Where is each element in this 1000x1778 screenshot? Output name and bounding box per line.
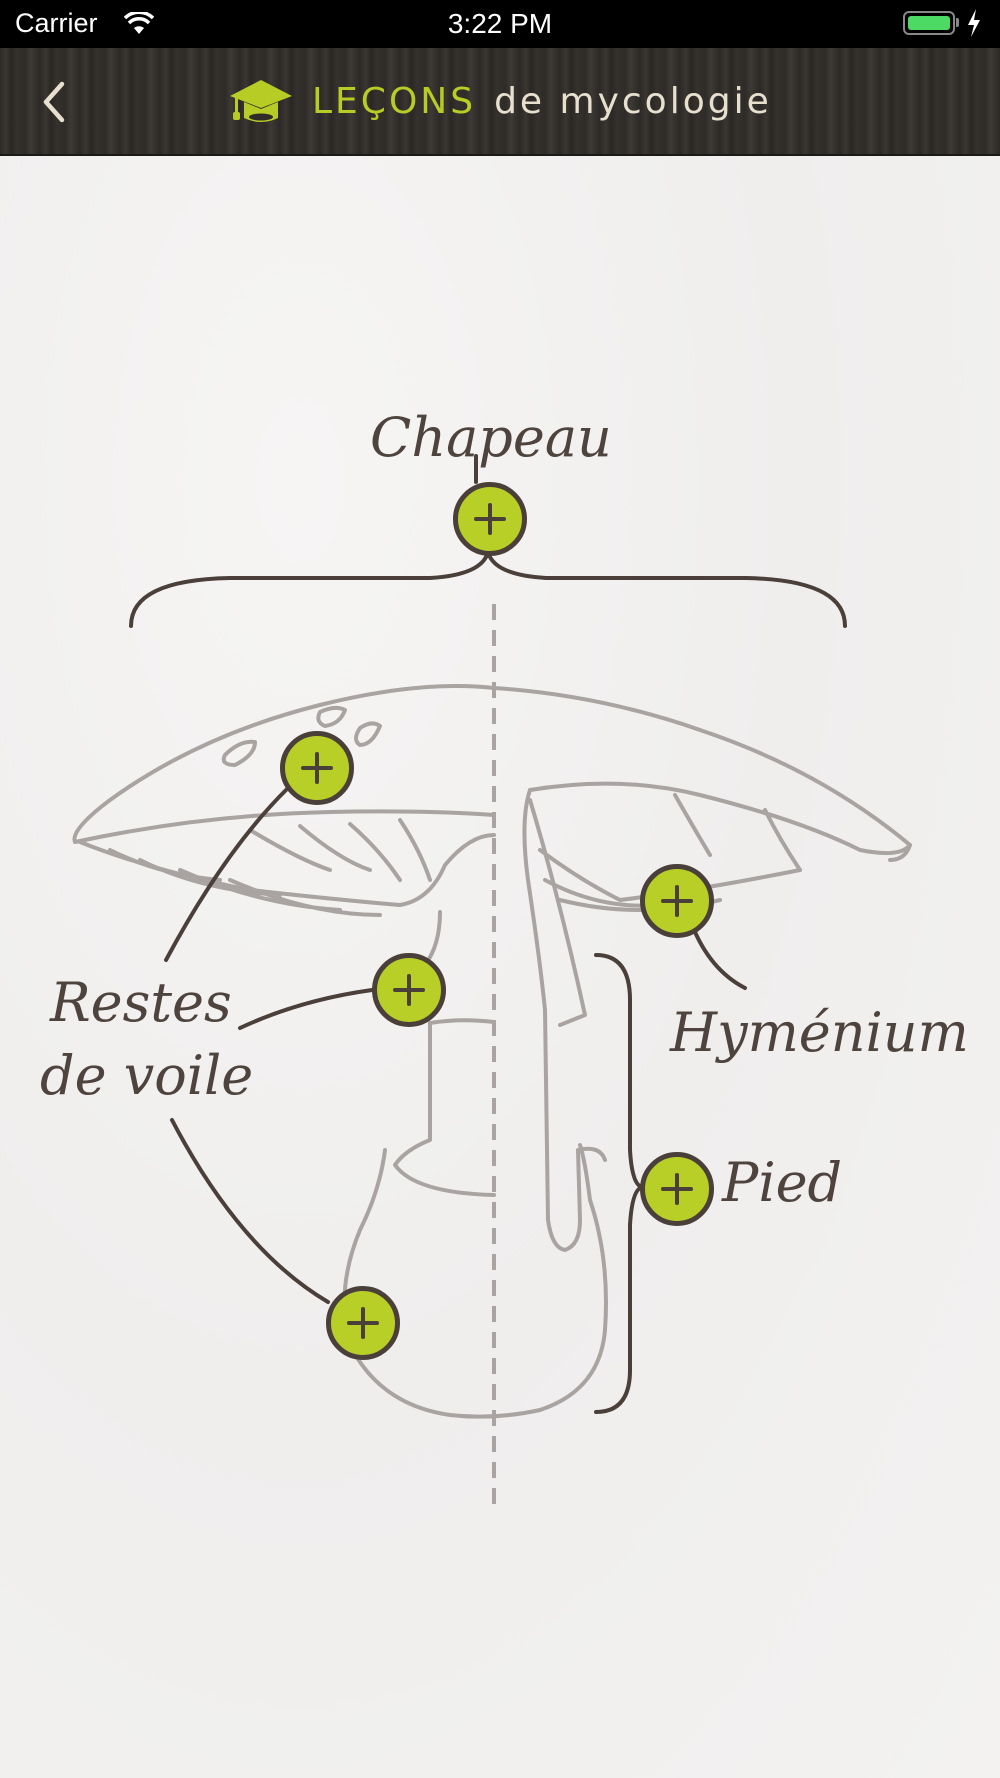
graduation-cap-icon: [230, 80, 292, 122]
back-button[interactable]: [36, 78, 76, 126]
plus-button-restes-volva[interactable]: [326, 1286, 400, 1360]
mushroom-sketch: [72, 684, 912, 1419]
chevron-left-icon: [43, 81, 65, 123]
label-restes-line1[interactable]: Restes: [50, 971, 232, 1034]
label-hymenium[interactable]: Hyménium: [670, 1001, 969, 1064]
title-rest: de mycologie: [494, 80, 772, 122]
battery-tip: [956, 18, 959, 27]
page-title: LEÇONS de mycologie: [228, 76, 772, 126]
status-bar: Carrier 3:22 PM: [0, 0, 1000, 48]
restes-volva-line: [170, 1118, 330, 1304]
plus-button-restes-cap[interactable]: [280, 731, 354, 805]
wifi-icon: [124, 12, 154, 34]
label-chapeau[interactable]: Chapeau: [370, 406, 612, 469]
carrier-label: Carrier: [15, 8, 98, 38]
plus-button-pied[interactable]: [640, 1152, 714, 1226]
charging-bolt-icon: [968, 9, 980, 37]
connector-lines: [129, 454, 847, 1414]
chapeau-brace: [129, 544, 847, 628]
restes-ring-line: [238, 988, 374, 1030]
hymenium-line: [690, 923, 747, 990]
label-pied[interactable]: Pied: [722, 1151, 843, 1214]
restes-cap-line: [164, 786, 290, 962]
plus-button-hymenium[interactable]: [640, 864, 714, 938]
mushroom-diagram: [72, 454, 912, 1512]
diagram-canvas: Chapeau Restes de voile Hyménium Pied: [0, 156, 1000, 1778]
navigation-bar: LEÇONS de mycologie: [0, 48, 1000, 156]
title-strong: LEÇONS: [312, 80, 477, 122]
label-restes-line2[interactable]: de voile: [40, 1044, 254, 1107]
status-time: 3:22 PM: [447, 8, 553, 39]
battery-icon: [903, 11, 955, 35]
plus-button-chapeau[interactable]: [453, 482, 527, 556]
plus-button-restes-ring[interactable]: [372, 953, 446, 1027]
